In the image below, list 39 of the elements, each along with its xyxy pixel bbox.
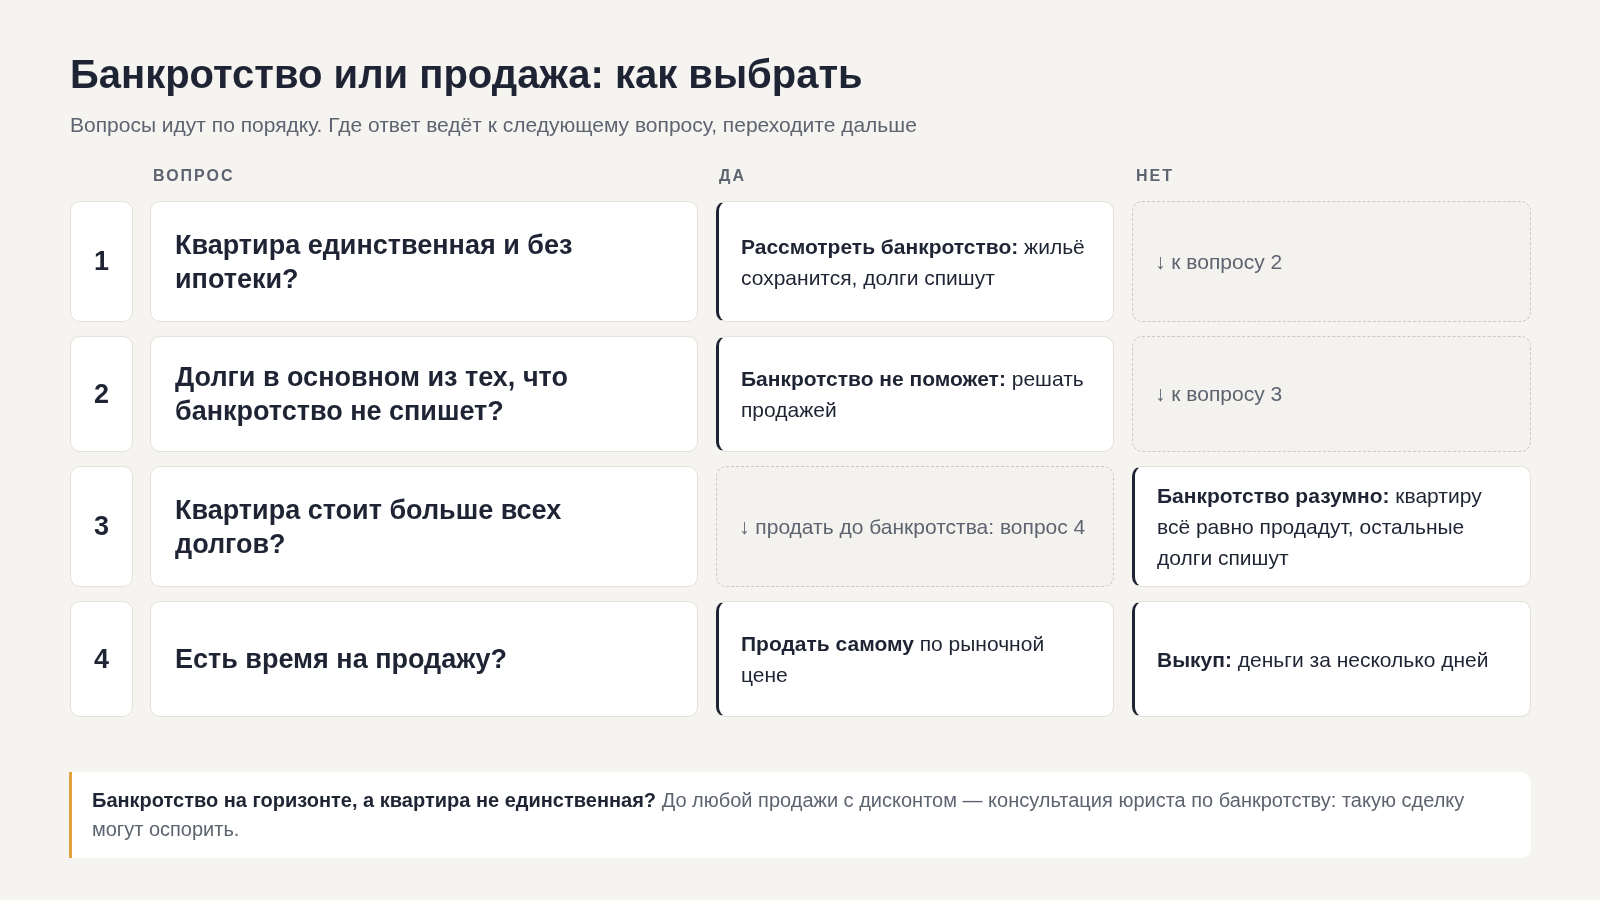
column-header: ВОПРОС [153,167,235,185]
redirect-text: ↓ продать до банкротства: вопрос 4 [739,513,1086,540]
subtitle: Вопросы идут по порядку. Где ответ ведёт к следующему вопросу, переходите дальше [70,113,917,137]
question-text: Квартира единственная и без ипотеки? [175,228,574,296]
outcome-card [1132,601,1531,717]
number-card [70,336,133,452]
step-number: 4 [94,643,109,675]
outcome-text: Банкротство не поможет: решать продажей [741,366,1085,423]
outcome-text: Рассмотреть банкротство: жильё сохранится, долги спишут [741,233,1086,291]
redirect-card [1132,201,1531,322]
step-number: 1 [94,246,109,277]
column-header: НЕТ [1136,167,1174,185]
question-text: Квартира стоит больше всех долгов? [175,493,563,561]
question-text: Есть время на продажу? [175,643,507,676]
number-card [70,601,133,717]
column-header: ДА [719,167,746,185]
question-card [150,466,698,587]
note-panel [69,772,1531,858]
outcome-card [716,336,1114,452]
step-number: 2 [94,378,109,410]
question-card [150,201,698,322]
step-number: 3 [94,511,109,542]
question-card [150,336,698,452]
outcome-text: Выкуп: деньги за несколько дней [1157,646,1489,673]
outcome-card [716,201,1114,322]
question-card [150,601,698,717]
number-card [70,466,133,587]
redirect-card [716,466,1114,587]
number-card [70,201,133,322]
title: Банкротство или продажа: как выбрать [70,52,863,97]
outcome-text: Продать самому по рыночной цене [741,631,1046,688]
redirect-text: ↓ к вопросу 2 [1155,248,1283,275]
outcome-card [716,601,1114,717]
redirect-text: ↓ к вопросу 3 [1155,381,1283,407]
note-text: Банкротство на горизонте, а квартира не единственная? До любой продажи с дисконтом — консультация юриста по банкротству: такую сделку могут оспорить. [92,788,1466,842]
outcome-text: Банкротство разумно: квартиру всё равно продадут, остальные долги спишут [1157,483,1483,571]
question-text: Долги в основном из тех, что банкротство не спишет? [175,361,569,428]
outcome-card [1132,466,1531,587]
redirect-card [1132,336,1531,452]
